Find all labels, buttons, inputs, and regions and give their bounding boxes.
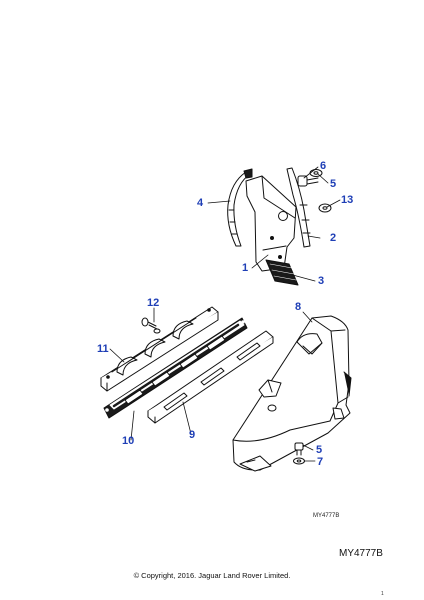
leader-9 <box>182 401 192 435</box>
part-7-washer <box>293 457 305 465</box>
leader-5-lower <box>302 444 314 451</box>
leader-3 <box>288 273 316 282</box>
part-8-pedal-box <box>232 315 352 472</box>
callout-4: 4 <box>197 197 204 209</box>
callout-8: 8 <box>295 301 302 313</box>
callout-2: 2 <box>330 232 337 244</box>
leader-11 <box>109 348 125 363</box>
leader-10 <box>130 410 135 441</box>
copyright-notice: © Copyright, 2016. Jaguar Land Rover Lim… <box>133 571 291 580</box>
callout-9: 9 <box>189 429 196 441</box>
page-number: 1 <box>381 591 384 597</box>
callout-1: 1 <box>242 262 249 274</box>
callout-13: 13 <box>341 194 354 206</box>
callout-5-upper: 5 <box>330 178 337 190</box>
part-1-pedal-bracket <box>245 175 297 272</box>
callout-6: 6 <box>320 160 327 172</box>
callout-7: 7 <box>317 456 324 468</box>
leader-lines <box>109 166 341 462</box>
part-12-screw <box>141 317 161 334</box>
callout-10: 10 <box>122 435 135 447</box>
part-2-strap <box>286 167 311 248</box>
part-6-bolt <box>297 175 319 187</box>
part-9-plate <box>147 330 274 424</box>
leader-6 <box>303 166 319 179</box>
leader-8 <box>302 311 313 323</box>
part-10-gasket <box>103 317 248 419</box>
leader-13 <box>326 199 341 208</box>
reference-code: MY4777B <box>339 548 383 559</box>
leader-2 <box>307 235 321 239</box>
part-3-pedal-pad <box>265 259 299 286</box>
leader-4 <box>207 200 231 204</box>
callout-5-lower: 5 <box>316 444 323 456</box>
part-11-rear-rail <box>100 306 219 392</box>
part-4-rubber-strip <box>227 168 253 247</box>
part-13-washer <box>318 203 332 213</box>
leader-5-upper <box>317 173 329 184</box>
callout-12: 12 <box>147 297 160 309</box>
callout-11: 11 <box>97 343 109 355</box>
callout-3: 3 <box>318 275 325 287</box>
diagram-code: MY4777B <box>313 513 340 519</box>
leader-1 <box>251 254 269 269</box>
part-5-bolt-lower <box>294 442 304 456</box>
